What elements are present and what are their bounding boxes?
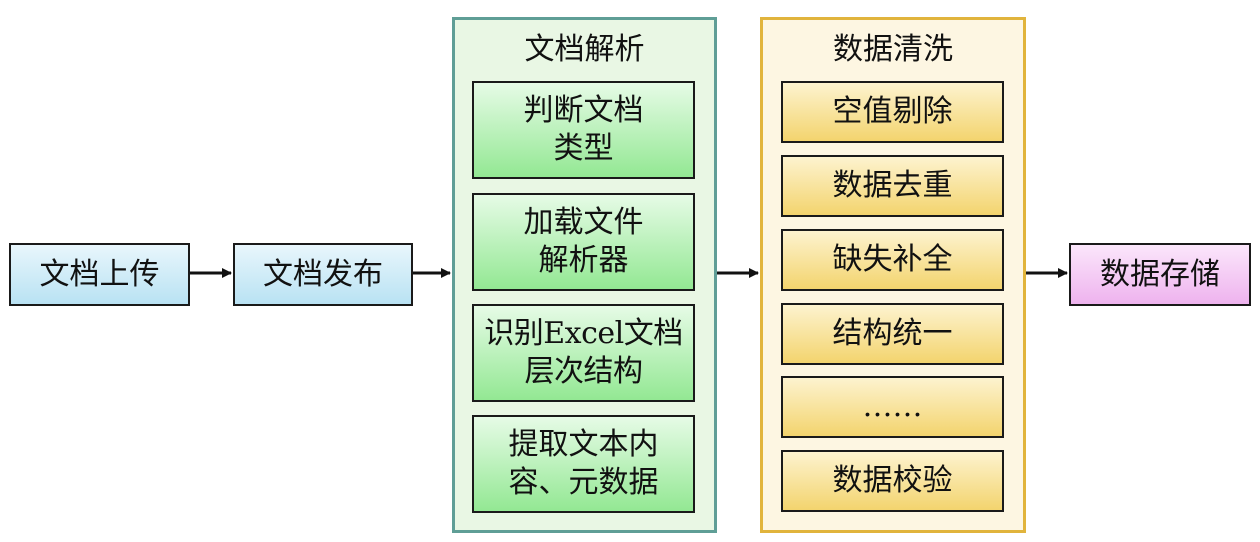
clean-step-label: 数据校验 <box>832 463 953 498</box>
clean-step-label: 结构统一 <box>832 316 953 351</box>
parse-step-load-parser: 加载文件 解析器 <box>472 193 695 291</box>
upload-label: 文档上传 <box>39 256 160 292</box>
clean-group-title: 数据清洗 <box>833 32 953 67</box>
store-label: 数据存储 <box>1100 256 1220 292</box>
clean-step-ellipsis: …… <box>781 376 1004 438</box>
parse-step-type-detect: 判断文档 类型 <box>472 81 695 179</box>
parse-group-title: 文档解析 <box>524 32 645 67</box>
clean-step-label: 空值剔除 <box>832 94 953 129</box>
clean-step-unify-structure: 结构统一 <box>781 303 1004 365</box>
clean-step-validate: 数据校验 <box>781 450 1004 512</box>
parse-step-excel-structure: 识别Excel文档 层次结构 <box>472 304 695 402</box>
clean-step-label: …… <box>862 389 923 424</box>
clean-step-null-removal: 空值剔除 <box>781 81 1004 143</box>
parse-step-label: 识别Excel文档 层次结构 <box>484 316 683 389</box>
clean-step-label: 数据去重 <box>832 168 953 203</box>
clean-step-label: 缺失补全 <box>832 242 953 277</box>
clean-step-dedupe: 数据去重 <box>781 155 1004 217</box>
upload-node: 文档上传 <box>9 243 190 306</box>
publish-node: 文档发布 <box>233 243 413 306</box>
parse-step-extract-content: 提取文本内 容、元数据 <box>472 415 695 513</box>
parse-step-label: 加载文件 解析器 <box>523 205 644 278</box>
store-node: 数据存储 <box>1069 243 1251 306</box>
publish-label: 文档发布 <box>263 256 383 292</box>
parse-step-label: 判断文档 类型 <box>523 93 644 166</box>
parse-step-label: 提取文本内 容、元数据 <box>508 427 659 500</box>
clean-step-fill-missing: 缺失补全 <box>781 229 1004 291</box>
